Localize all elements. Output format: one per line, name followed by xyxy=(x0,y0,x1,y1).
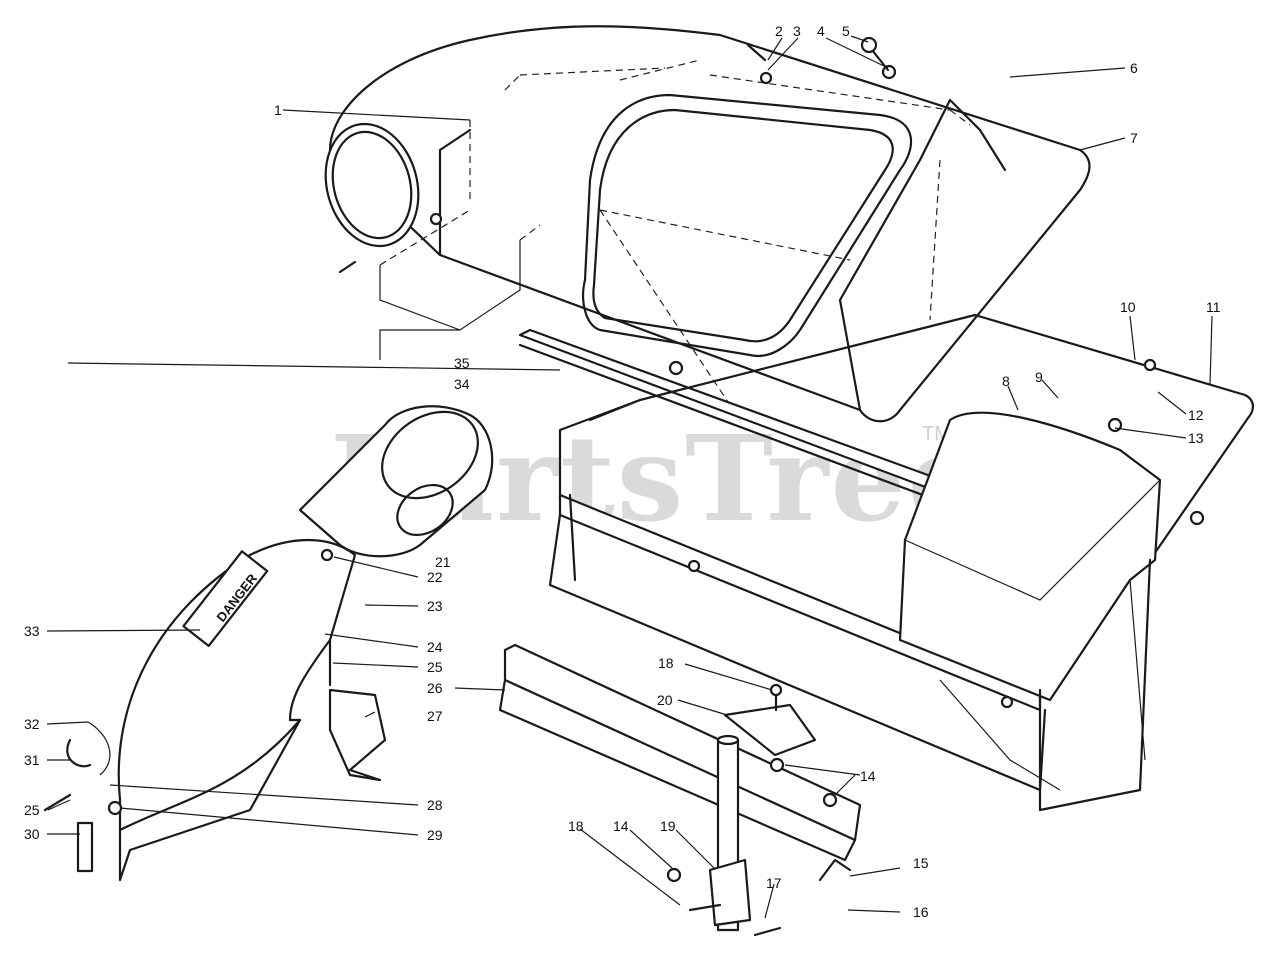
callout-25a: 25 xyxy=(427,659,443,675)
callout-16: 16 xyxy=(913,904,929,920)
callout-14a: 14 xyxy=(860,768,876,784)
mounting-bracket xyxy=(498,643,862,862)
callout-23: 23 xyxy=(427,598,443,614)
callout-8: 8 xyxy=(1002,373,1010,389)
grass-catcher-cover xyxy=(324,25,1091,423)
callout-18b: 18 xyxy=(658,655,674,671)
callout-10: 10 xyxy=(1120,299,1136,315)
callout-18a: 18 xyxy=(568,818,584,834)
callout-28: 28 xyxy=(427,797,443,813)
callout-13: 13 xyxy=(1188,430,1204,446)
callout-2: 2 xyxy=(775,23,783,39)
callout-29: 29 xyxy=(427,827,443,843)
callout-34: 34 xyxy=(454,376,470,392)
callout-26: 26 xyxy=(427,680,443,696)
chute-tube xyxy=(298,405,494,558)
callout-11: 11 xyxy=(1206,299,1221,315)
callout-1: 1 xyxy=(274,102,282,118)
bag-frame xyxy=(548,313,1254,812)
callout-21: 21 xyxy=(435,554,451,570)
callout-33: 33 xyxy=(24,623,40,639)
callout-12: 12 xyxy=(1188,407,1204,423)
callout-25b: 25 xyxy=(24,802,40,818)
callout-24: 24 xyxy=(427,639,443,655)
callout-17: 17 xyxy=(766,875,782,891)
support-post xyxy=(708,703,817,932)
callout-7: 7 xyxy=(1130,130,1138,146)
callout-32: 32 xyxy=(24,716,40,732)
deflector-plate xyxy=(328,688,387,782)
callout-20: 20 xyxy=(657,692,673,708)
callout-19: 19 xyxy=(660,818,676,834)
discharge-chute: DANGER xyxy=(117,539,357,882)
callout-4: 4 xyxy=(817,23,825,39)
callout-labels: 1 2 3 4 5 6 7 8 9 10 11 12 13 14 14 15 1… xyxy=(24,23,1221,920)
hardware xyxy=(43,36,1205,937)
callout-5: 5 xyxy=(842,23,850,39)
callout-35: 35 xyxy=(454,355,470,371)
callout-6: 6 xyxy=(1130,60,1138,76)
callout-14b: 14 xyxy=(613,818,629,834)
callout-9: 9 xyxy=(1035,369,1043,385)
leader-lines xyxy=(46,35,1213,919)
callout-15: 15 xyxy=(913,855,929,871)
callout-22: 22 xyxy=(427,569,443,585)
callout-27: 27 xyxy=(427,708,443,724)
callout-30: 30 xyxy=(24,826,40,842)
callout-3: 3 xyxy=(793,23,801,39)
callout-31: 31 xyxy=(24,752,40,768)
